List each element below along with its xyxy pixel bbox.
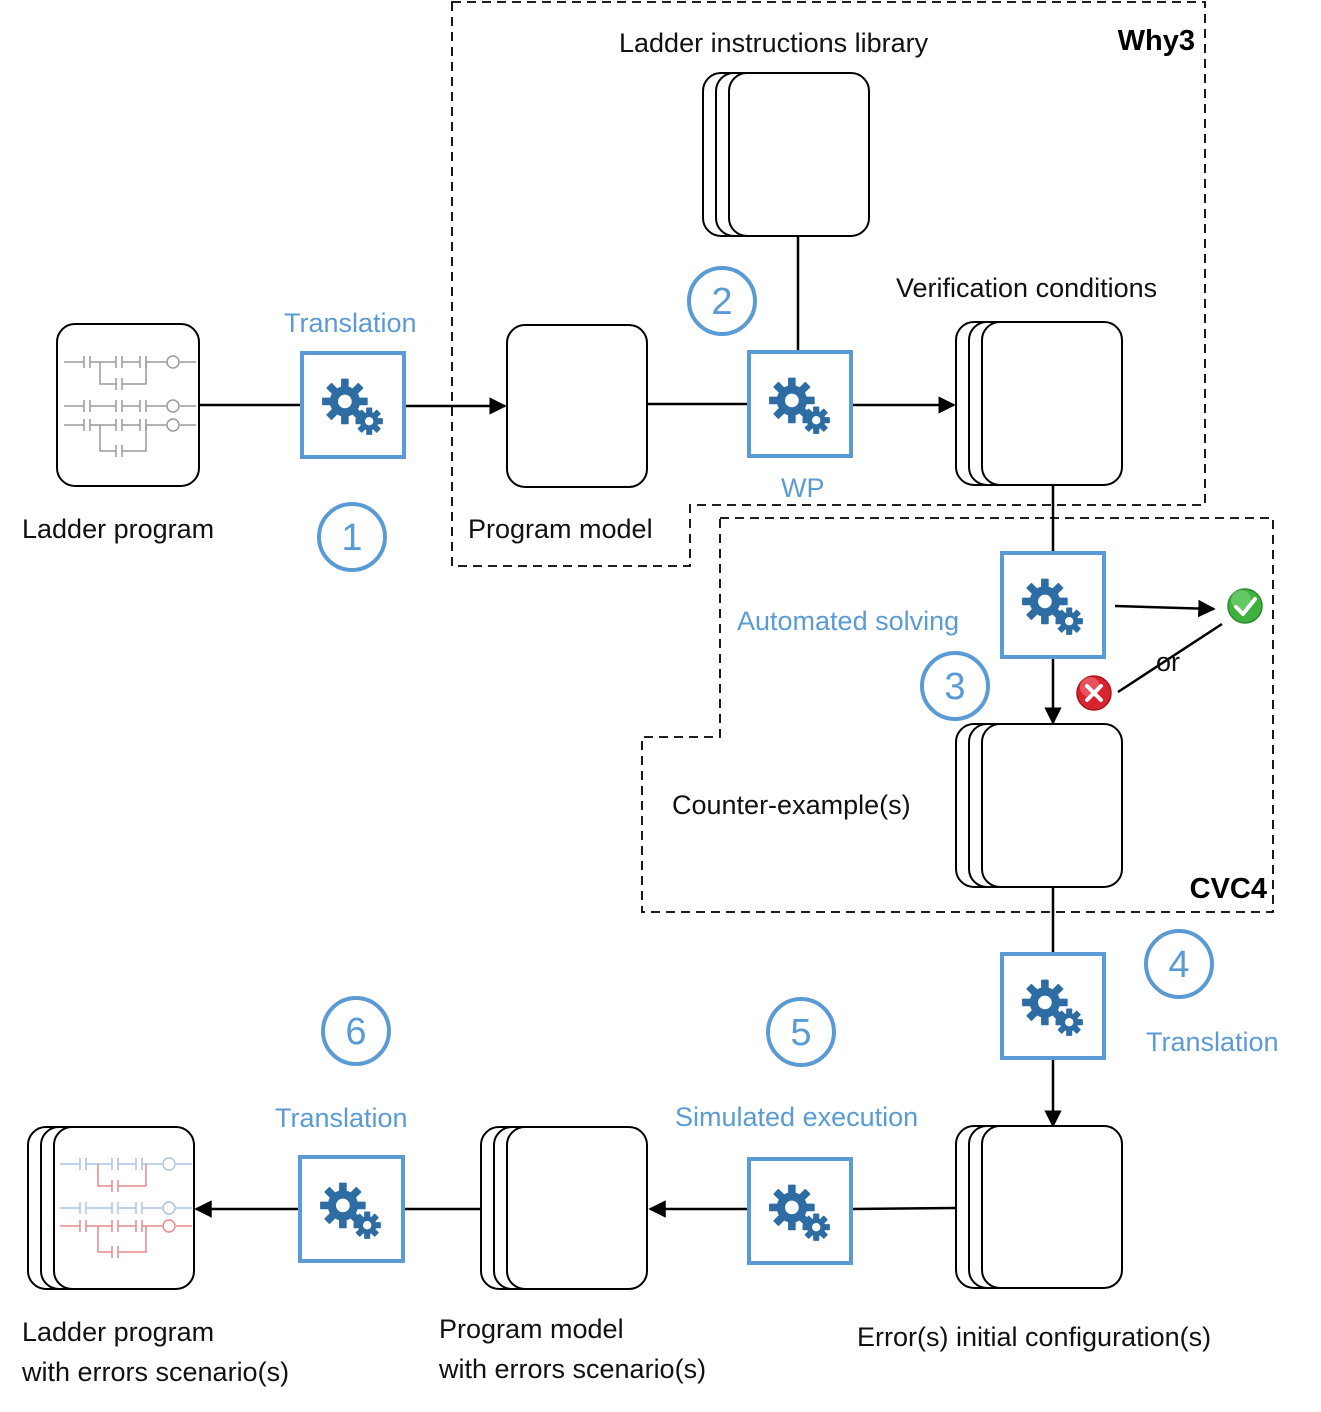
program-model-label: Program model <box>468 514 653 544</box>
step-3-badge <box>920 651 990 721</box>
step-2-badge <box>687 266 757 336</box>
step-1-badge <box>317 502 387 572</box>
step-6-badge <box>321 996 391 1066</box>
red-cross-icon <box>1076 675 1112 711</box>
translation-process-1 <box>300 351 406 459</box>
program-model-errors-label-2: with errors scenario(s) <box>438 1354 706 1384</box>
automated-solving-label: Automated solving <box>737 606 959 636</box>
step-5-badge <box>766 997 836 1067</box>
step-1-number: 1 <box>341 517 362 559</box>
errors-initial-config-label: Error(s) initial configuration(s) <box>857 1322 1211 1352</box>
green-check-icon <box>1227 588 1263 624</box>
translation-process-4 <box>1000 952 1106 1060</box>
ladder-program-label: Ladder program <box>22 514 214 544</box>
step-3-number: 3 <box>944 666 965 708</box>
ladder-errors-label-1: Ladder program <box>22 1317 214 1347</box>
instructions-library-stack <box>702 72 870 237</box>
step-4-number: 4 <box>1168 944 1189 986</box>
translation-process-6 <box>298 1155 405 1263</box>
ladder-errors-stack <box>27 1126 195 1290</box>
simulated-execution-process <box>747 1157 853 1265</box>
instructions-library-label: Ladder instructions library <box>619 28 929 58</box>
counter-examples-stack <box>955 723 1123 888</box>
ladder-error-rungs-icon <box>60 1157 192 1258</box>
ladder-errors-label-2: with errors scenario(s) <box>21 1357 289 1387</box>
edge-solver-to-check <box>1114 599 1216 618</box>
step-5-number: 5 <box>790 1012 811 1054</box>
translation-4-label: Translation <box>1146 1027 1279 1057</box>
translation-1-label: Translation <box>284 308 417 338</box>
verification-conditions-label: Verification conditions <box>896 273 1157 303</box>
or-label: or <box>1156 647 1180 677</box>
why3-frame <box>451 1 1206 567</box>
edge-errors-to-simulation <box>851 1206 956 1211</box>
counter-examples-label: Counter-example(s) <box>672 790 911 820</box>
verification-conditions-stack <box>955 321 1123 486</box>
program-model-errors-stack <box>480 1126 648 1290</box>
automated-solving-process <box>1000 551 1106 659</box>
program-model-errors-label-1: Program model <box>439 1314 624 1344</box>
program-model-document <box>506 324 648 488</box>
wp-process <box>747 350 853 458</box>
translation-6-label: Translation <box>275 1103 408 1133</box>
cvc4-label: CVC4 <box>1190 873 1267 905</box>
cvc4-frame <box>641 517 1274 913</box>
ladder-program-document <box>56 323 200 487</box>
errors-initial-config-stack <box>955 1125 1123 1289</box>
wp-label: WP <box>781 473 825 503</box>
edge-or-connector <box>1117 622 1223 694</box>
simulated-execution-label: Simulated execution <box>675 1102 918 1132</box>
step-6-number: 6 <box>345 1011 366 1053</box>
step-4-badge <box>1144 929 1214 999</box>
why3-label: Why3 <box>1118 25 1195 57</box>
ladder-rungs-icon <box>64 355 196 457</box>
step-2-number: 2 <box>711 281 732 323</box>
